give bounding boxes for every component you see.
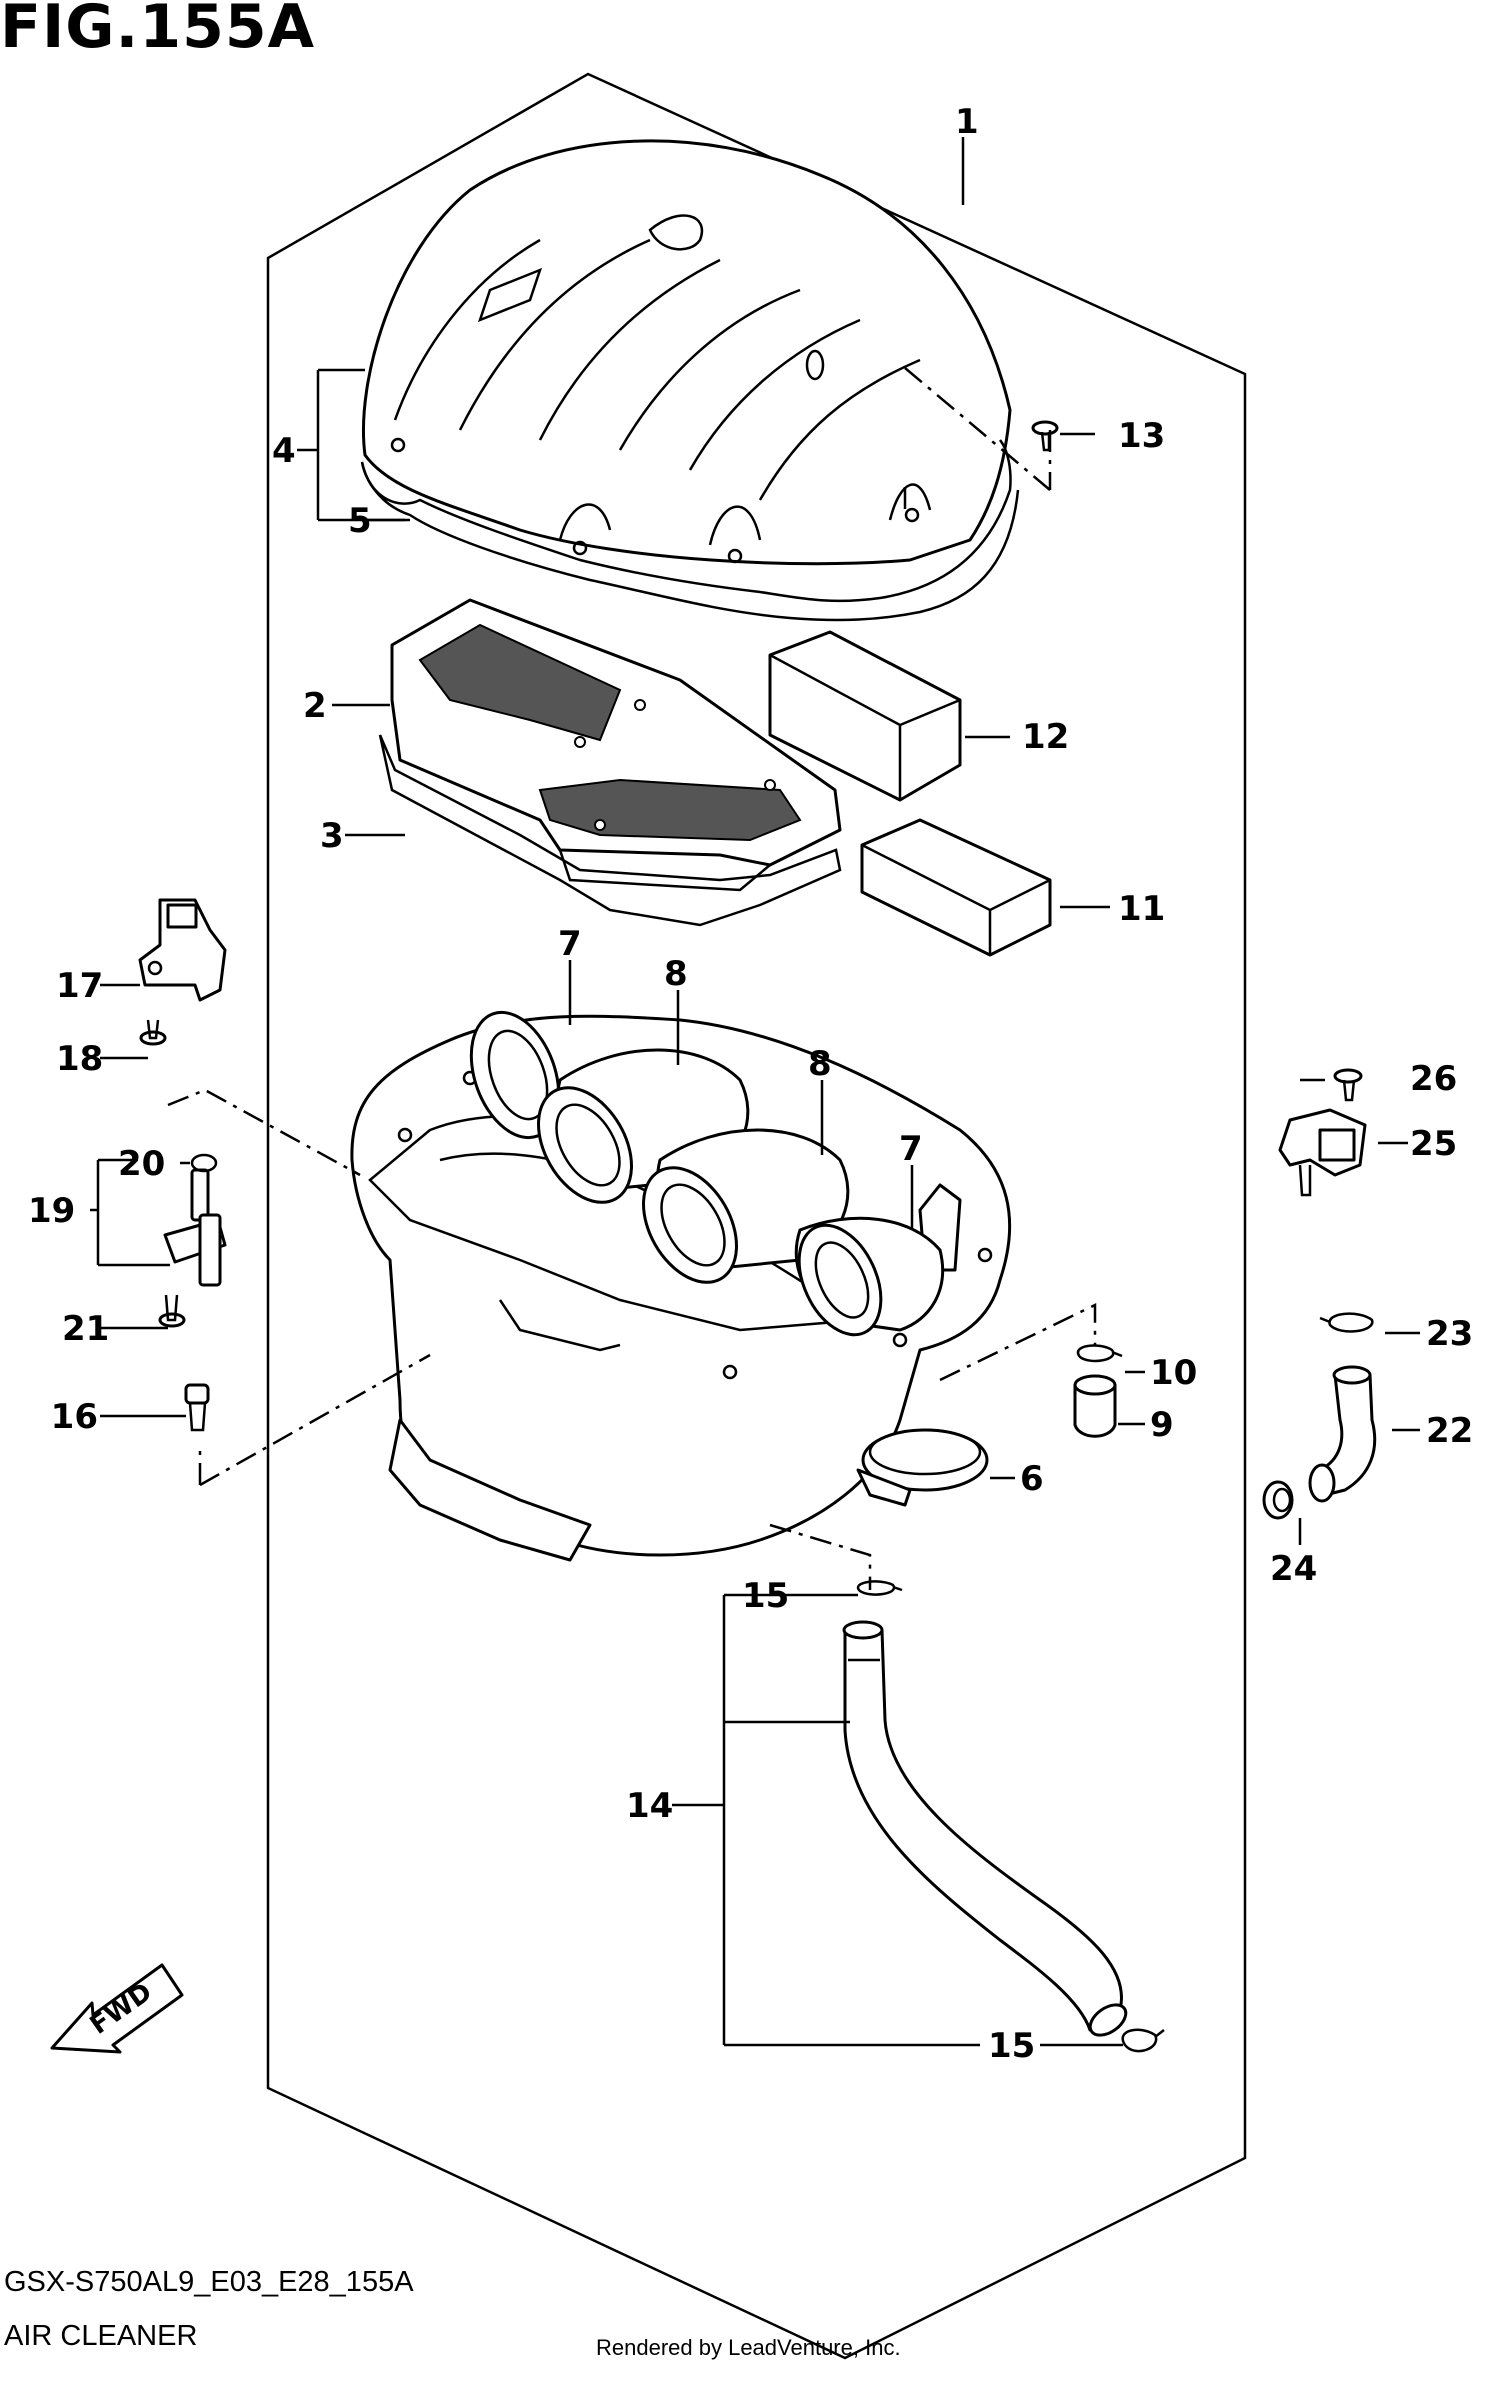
breather-hose-22[interactable] [1308,1365,1377,1503]
callout-8a: 8 [664,954,688,994]
alignment-line-left-lower [198,1353,431,1487]
drain-cap-9[interactable] [1073,1374,1117,1438]
callout-6: 6 [1020,1459,1044,1499]
callout-14: 14 [626,1786,673,1826]
callout-9: 9 [1150,1405,1174,1445]
callout-24: 24 [1270,1549,1317,1589]
hose-clamp-6[interactable] [856,1428,989,1507]
foam-block-small[interactable] [860,818,1052,957]
callout-12: 12 [1022,717,1069,757]
section-name: AIR CLEANER [4,2320,198,2352]
model-code: GSX-S750AL9_E03_E28_155A [4,2266,414,2298]
callout-11: 11 [1118,889,1165,929]
intake-funnel-7b[interactable] [783,1212,945,1348]
callout-26: 26 [1410,1059,1457,1099]
callout-16: 16 [51,1397,98,1437]
bolt-16[interactable] [184,1383,210,1432]
figure-title: FIG.155A [0,0,316,62]
callout-1: 1 [955,102,979,142]
callout-3: 3 [320,816,344,856]
filter-seal[interactable] [378,734,842,927]
callout-10: 10 [1150,1353,1197,1393]
callout-15b: 15 [988,2026,1035,2066]
foam-block-large[interactable] [768,630,962,802]
screw-18[interactable] [139,1019,167,1046]
callout-7a: 7 [558,924,582,964]
screw-13[interactable] [1031,420,1059,452]
alignment-line-top-right [903,367,1052,515]
fwd-arrow-icon [50,1963,184,2054]
screw-21[interactable] [158,1294,186,1328]
intake-sensor-17[interactable] [138,898,227,1002]
screw-26[interactable] [1333,1068,1363,1102]
callout-8b: 8 [808,1044,832,1084]
sensor-19[interactable] [163,1168,227,1287]
alignment-line-bottom [769,1523,872,1590]
callout-19: 19 [28,1191,75,1231]
callout-18: 18 [56,1039,103,1079]
clamp-24[interactable] [1262,1480,1294,1520]
sensor-25[interactable] [1278,1108,1367,1197]
callout-23: 23 [1426,1314,1473,1354]
alignment-line-left-upper [167,1088,361,1177]
callout-25: 25 [1410,1124,1457,1164]
rendered-by-credit: Rendered by LeadVenture, Inc. [596,2335,901,2360]
callout-5: 5 [348,501,372,541]
callout-17: 17 [56,966,103,1006]
callout-21: 21 [62,1309,109,1349]
assembly-frame [266,72,1247,2360]
callout-20: 20 [118,1144,165,1184]
intake-funnel-8a[interactable] [519,1048,750,1219]
callout-15a: 15 [742,1576,789,1616]
alignment-line-right [939,1303,1097,1382]
leader-lines [90,137,1420,2047]
drain-hose-14[interactable] [842,1620,1131,2041]
air-cleaner-cover[interactable] [361,139,1012,566]
callout-4: 4 [272,431,296,471]
callout-7b: 7 [899,1129,923,1169]
callout-13: 13 [1118,416,1165,456]
air-cleaner-case[interactable] [350,1014,1012,1562]
intake-funnel-7a[interactable] [455,1000,575,1150]
o-ring-20[interactable] [190,1153,218,1173]
clip-15-lower[interactable] [1121,2028,1165,2053]
clip-10[interactable] [1076,1344,1123,1363]
cover-seal[interactable] [360,439,1020,622]
callout-22: 22 [1426,1411,1473,1451]
clip-15-upper[interactable] [856,1580,903,1596]
clip-23[interactable] [1319,1312,1374,1333]
air-filter-element[interactable] [390,598,842,892]
callout-2: 2 [303,686,327,726]
